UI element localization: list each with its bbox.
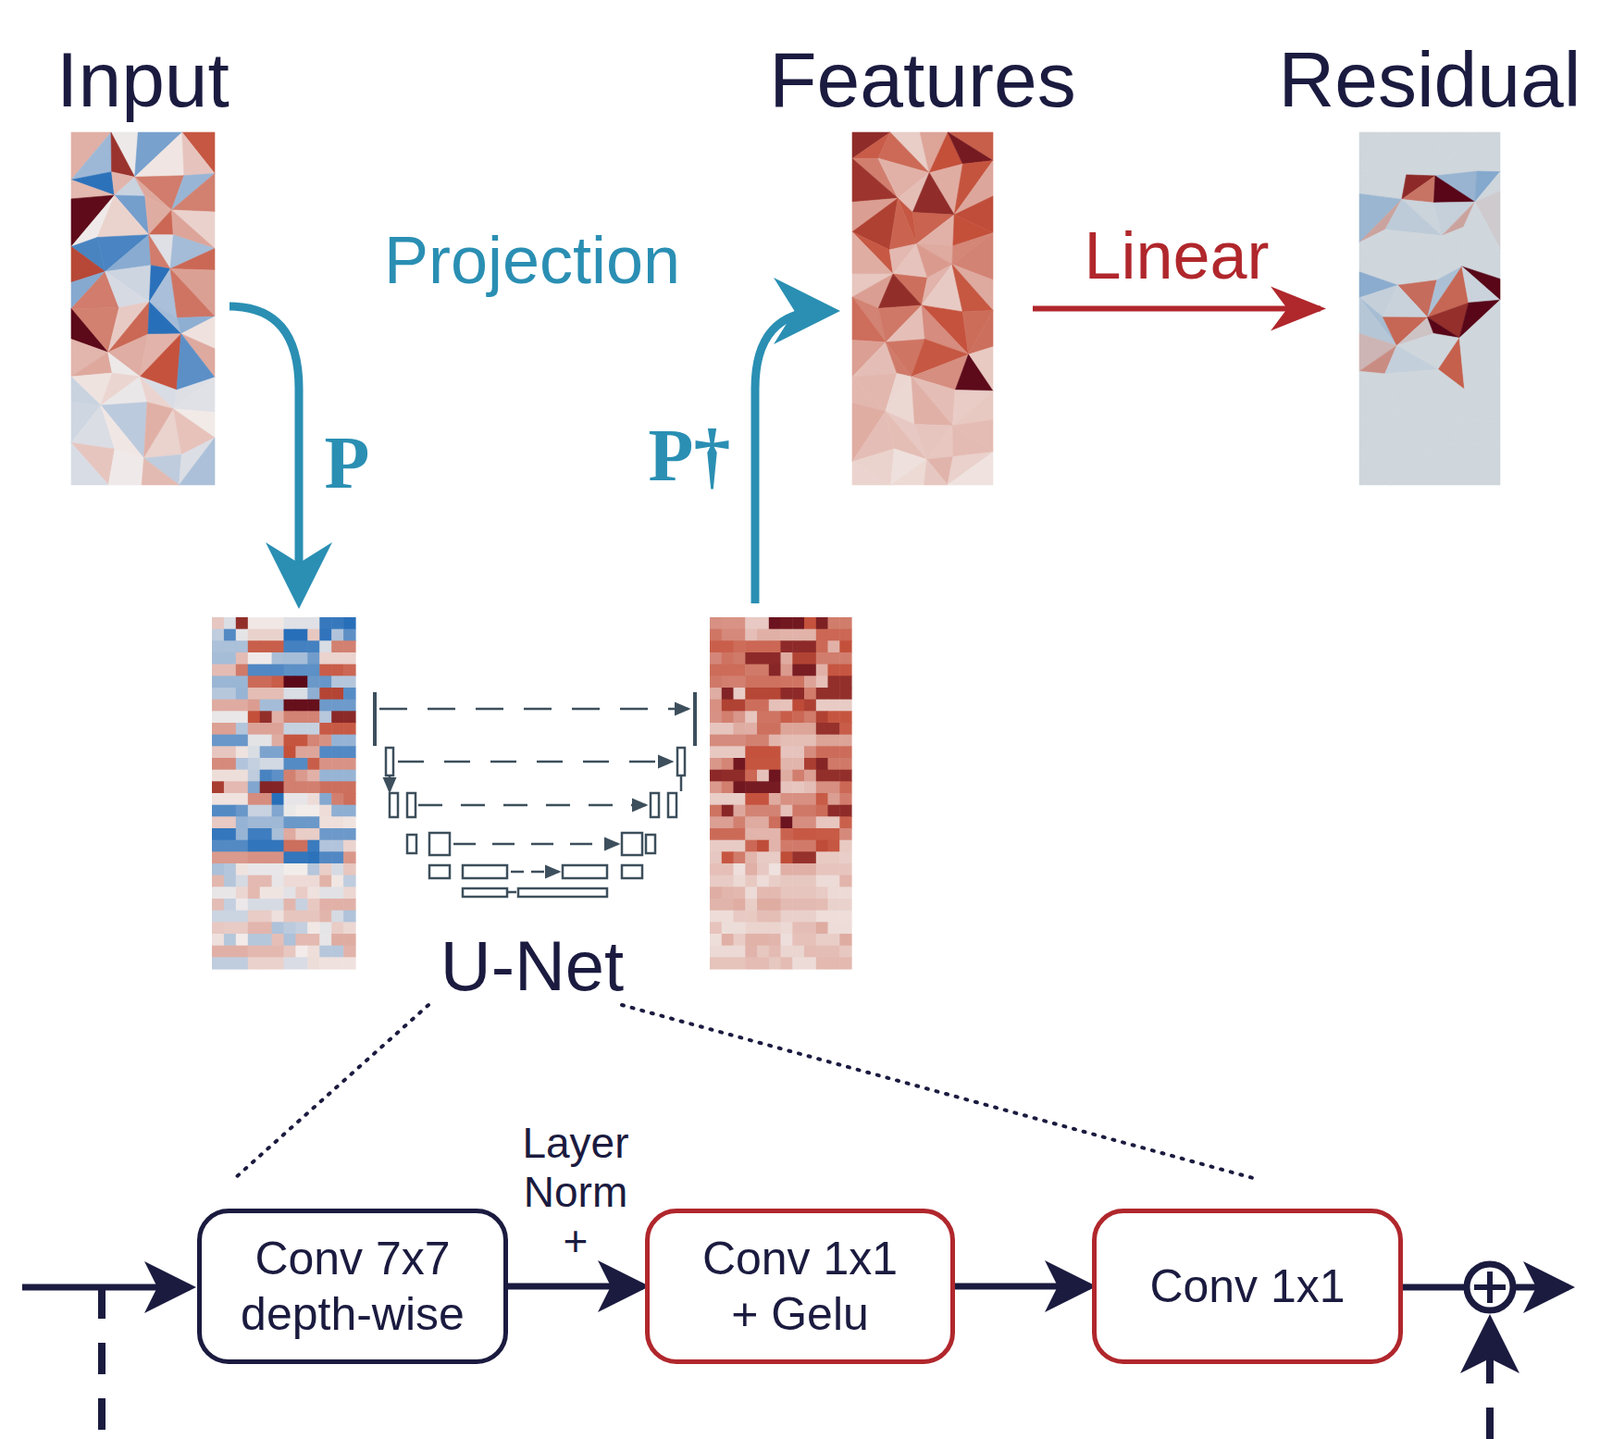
operator-symbol: P: [324, 423, 371, 502]
layer-box: Conv 1x1: [1091, 1208, 1403, 1365]
field-panel: Input: [71, 132, 215, 485]
field-panel: Features: [852, 132, 993, 485]
sum-symbol: [1487, 1271, 1493, 1303]
projection-arrow: [755, 310, 824, 604]
flow-arrow: [508, 1283, 644, 1290]
zoom-line: [235, 1004, 429, 1179]
layer-box: Conv 1x1 + Gelu: [644, 1208, 956, 1365]
panel-heading: Features: [768, 40, 1077, 119]
zoom-line: [621, 1004, 1253, 1179]
layer-name: Conv 1x1 + Gelu: [684, 1230, 917, 1342]
stage-label: Projection: [384, 225, 681, 297]
sum-symbol: [1466, 1264, 1514, 1311]
linear-arrow: [1032, 306, 1321, 312]
operator-symbol: P†: [648, 416, 732, 495]
unet-sketch: [374, 692, 695, 897]
flow-arrow: [955, 1283, 1091, 1290]
field-panel: Residual: [1359, 132, 1501, 485]
edge-label: Layer Norm +: [506, 1118, 645, 1266]
layer-name: Conv 7x7 depth-wise: [236, 1230, 469, 1342]
panel-heading: Residual: [1278, 40, 1582, 119]
field-images: [71, 132, 1501, 970]
skip-connection: [98, 1287, 106, 1439]
edge-label: Linear: [1083, 217, 1269, 295]
input-line: [22, 1284, 190, 1291]
projection-arrow: [229, 306, 299, 593]
stage-label: U-Net: [440, 929, 624, 1004]
layer-name: Conv 1x1: [1149, 1258, 1345, 1315]
skip-connection: [1486, 1321, 1494, 1439]
output-line: [1513, 1284, 1569, 1291]
panel-heading: Input: [56, 40, 230, 119]
layer-box: Conv 7x7 depth-wise: [197, 1208, 509, 1365]
output-line: [1402, 1284, 1467, 1291]
